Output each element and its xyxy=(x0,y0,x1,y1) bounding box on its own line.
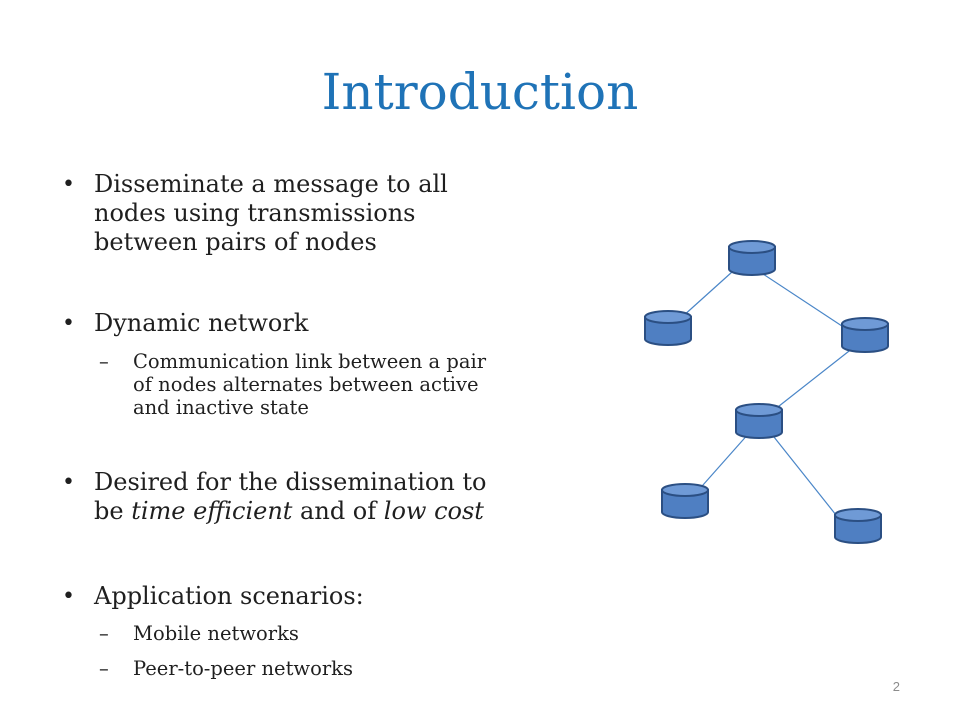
sub-bullet-dash-icon: – xyxy=(99,350,109,373)
database-cylinder-icon xyxy=(735,403,783,439)
cylinder-top xyxy=(735,403,783,417)
bullet-desired: • Desired for the dissemination to be ti… xyxy=(62,468,487,526)
database-cylinder-icon xyxy=(834,508,882,544)
sub-bullet-line: of nodes alternates between active xyxy=(133,373,479,396)
sub-bullet-line: Peer-to-peer networks xyxy=(133,657,353,680)
bullet-line: Desired for the dissemination to xyxy=(94,468,487,496)
nodes xyxy=(644,240,889,544)
bullet-text: be xyxy=(94,497,132,525)
bullet-line: Application scenarios: xyxy=(94,582,364,610)
bullet-text: and of xyxy=(292,497,384,525)
database-cylinder-icon xyxy=(728,240,776,276)
edge xyxy=(769,431,841,521)
edge xyxy=(773,343,859,411)
bullet-line: Disseminate a message to all xyxy=(94,170,448,198)
cylinder-top xyxy=(841,317,889,331)
cylinder-body xyxy=(834,514,882,544)
bullet-application-scenarios: • Application scenarios: xyxy=(62,582,364,611)
cylinder-body xyxy=(661,489,709,519)
bullet-disseminate: • Disseminate a message to all nodes usi… xyxy=(62,170,448,257)
emphasis-low-cost: low cost xyxy=(383,497,484,525)
bullet-dynamic-network: • Dynamic network xyxy=(62,309,308,338)
bullet-dot-icon: • xyxy=(62,311,75,336)
slide-title: Introduction xyxy=(321,63,639,121)
sub-bullet-line: Mobile networks xyxy=(133,622,299,645)
cylinder-top xyxy=(834,508,882,522)
edge xyxy=(694,431,751,495)
sub-bullet-line: Communication link between a pair xyxy=(133,350,487,373)
edge xyxy=(759,271,849,331)
bullet-dot-icon: • xyxy=(62,172,75,197)
bullet-line: Dynamic network xyxy=(94,309,309,337)
emphasis-time-efficient: time efficient xyxy=(131,497,293,525)
cylinder-body xyxy=(728,246,776,276)
cylinder-top xyxy=(728,240,776,254)
bullet-dot-icon: • xyxy=(62,470,75,495)
edges xyxy=(671,271,859,521)
cylinder-body xyxy=(841,323,889,353)
cylinder-top xyxy=(644,310,692,324)
page-number: 2 xyxy=(892,679,900,694)
sub-bullet-mobile-networks: – Mobile networks xyxy=(62,622,299,645)
bullet-dot-icon: • xyxy=(62,584,75,609)
sub-bullet-communication-link: – Communication link between a pair of n… xyxy=(62,350,486,419)
sub-bullet-p2p-networks: – Peer-to-peer networks xyxy=(62,657,353,680)
bullet-line: between pairs of nodes xyxy=(94,228,377,256)
sub-bullet-line: and inactive state xyxy=(133,396,309,419)
database-cylinder-icon xyxy=(841,317,889,353)
sub-bullet-dash-icon: – xyxy=(99,622,109,645)
bullet-line: nodes using transmissions xyxy=(94,199,416,227)
database-cylinder-icon xyxy=(644,310,692,346)
network-tree-diagram xyxy=(644,240,889,544)
database-cylinder-icon xyxy=(661,483,709,519)
cylinder-top xyxy=(661,483,709,497)
sub-bullet-dash-icon: – xyxy=(99,657,109,680)
cylinder-body xyxy=(644,316,692,346)
cylinder-body xyxy=(735,409,783,439)
bullet-line: be time efficient and of low cost xyxy=(94,497,487,526)
